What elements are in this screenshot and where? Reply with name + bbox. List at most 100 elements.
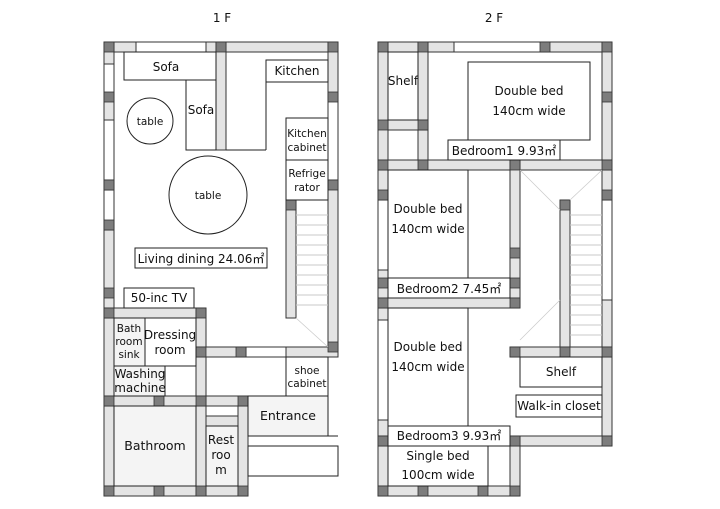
- column: [559, 346, 571, 358]
- wall: [237, 395, 249, 497]
- label-bathroom: Bathroom: [124, 438, 185, 453]
- column: [509, 485, 521, 497]
- label-refrigerator-1: Refrige: [288, 168, 325, 180]
- label-shoe-cabinet-2: cabinet: [287, 378, 326, 390]
- wall: [559, 199, 571, 349]
- label-bed3-1: Double bed: [394, 340, 463, 354]
- column: [559, 199, 571, 211]
- refrigerator: [285, 159, 329, 201]
- label-restroom-1: Rest: [208, 433, 234, 447]
- label-tv: 50-inc TV: [131, 291, 188, 305]
- double-bed-3: [387, 307, 469, 427]
- door-opening: [245, 346, 287, 358]
- label-living-dining: Living dining 24.06㎡: [138, 252, 265, 266]
- stairs-2f: [519, 169, 603, 341]
- column: [327, 179, 339, 191]
- wall: [103, 485, 249, 497]
- label-bedroom1: Bedroom1 9.93㎡: [452, 144, 556, 158]
- dressing-room: [144, 317, 197, 367]
- wall: [377, 159, 613, 171]
- tv: [123, 287, 195, 309]
- column: [327, 341, 339, 353]
- column: [417, 485, 429, 497]
- label-shelf-closet: Shelf: [546, 365, 577, 379]
- column: [417, 119, 429, 131]
- label-washing-2: machine: [114, 381, 166, 395]
- column: [509, 435, 521, 447]
- label-sofa-top: Sofa: [153, 60, 180, 74]
- column: [377, 159, 389, 171]
- window: [135, 41, 207, 53]
- label-washing-1: Washing: [115, 367, 166, 381]
- column: [377, 485, 389, 497]
- window: [453, 41, 543, 53]
- column: [195, 485, 207, 497]
- wall: [377, 297, 521, 309]
- column: [327, 91, 339, 103]
- window: [601, 199, 613, 301]
- living-dining-label-box: [134, 247, 268, 269]
- column: [327, 41, 339, 53]
- shelf-closet: [519, 356, 603, 388]
- column: [153, 395, 165, 407]
- label-dressing-1: Dressing: [144, 328, 196, 342]
- entrance-step: [247, 445, 339, 477]
- shoe-cabinet: [285, 356, 329, 398]
- label-single-bed-2: 100cm wide: [401, 468, 474, 482]
- column: [601, 91, 613, 103]
- column: [153, 485, 165, 497]
- column: [285, 199, 297, 211]
- label-shelf-top: Shelf: [388, 74, 419, 88]
- label-bedroom3: Bedroom3 9.93㎡: [397, 429, 501, 443]
- label-bath-sink-2: room: [115, 336, 142, 348]
- label-bedroom2: Bedroom2 7.45㎡: [397, 282, 501, 296]
- column: [601, 346, 613, 358]
- bathroom-sink: [113, 317, 146, 367]
- column: [377, 297, 389, 309]
- column: [195, 395, 207, 407]
- column: [235, 346, 247, 358]
- column: [601, 159, 613, 171]
- column: [477, 485, 489, 497]
- second-floor-plan: [377, 41, 613, 497]
- column: [103, 179, 115, 191]
- bathroom: [113, 405, 197, 487]
- washing-machine: [113, 365, 166, 397]
- wall: [205, 415, 239, 427]
- column: [103, 41, 115, 53]
- column: [377, 277, 389, 289]
- label-bed2-1: Double bed: [394, 202, 463, 216]
- column: [195, 346, 207, 358]
- column: [103, 307, 115, 319]
- label-shoe-cabinet-1: shoe: [294, 365, 319, 377]
- small-table: [126, 97, 174, 145]
- sofa-top: [123, 51, 217, 81]
- label-restroom-2: roo: [211, 448, 230, 462]
- column: [377, 41, 389, 53]
- label-entrance: Entrance: [260, 408, 316, 423]
- double-bed-2: [387, 169, 469, 279]
- column: [103, 287, 115, 299]
- label-bed2-2: 140cm wide: [391, 222, 464, 236]
- bedroom1-label-box: [447, 139, 561, 161]
- wall: [509, 435, 613, 447]
- sofa-side: [185, 79, 217, 151]
- column: [509, 346, 521, 358]
- shelf-top: [387, 51, 419, 121]
- column: [103, 219, 115, 231]
- window: [103, 119, 115, 181]
- wall: [103, 41, 115, 497]
- column: [509, 297, 521, 309]
- large-table: [168, 155, 248, 235]
- label-dressing-2: room: [154, 343, 185, 357]
- wall: [327, 41, 339, 353]
- column: [601, 435, 613, 447]
- label-walk-in-closet: Walk-in closet: [517, 399, 601, 413]
- label-small-table: table: [137, 116, 164, 128]
- column: [377, 119, 389, 131]
- single-bed: [387, 445, 489, 487]
- label-bed3-2: 140cm wide: [391, 360, 464, 374]
- window: [377, 199, 389, 271]
- column: [195, 307, 207, 319]
